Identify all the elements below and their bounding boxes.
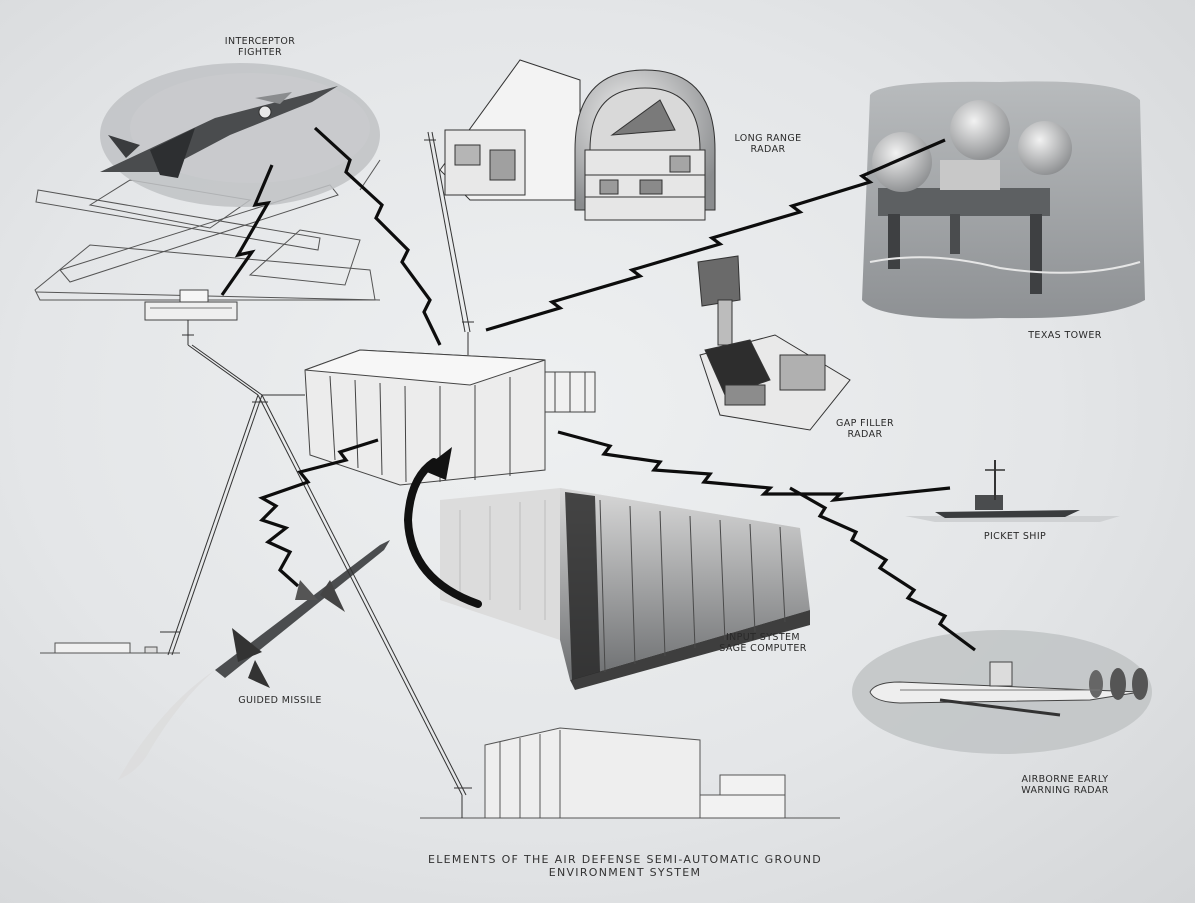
label-line: GAP FILLER [835, 418, 895, 429]
label-input-system: INPUT SYSTEM SAGE COMPUTER [688, 632, 838, 654]
label-line: RADAR [750, 144, 786, 155]
input-arrow [403, 458, 482, 608]
label-line: PICKET SHIP [983, 531, 1047, 542]
label-line: AIRBORNE EARLY [1021, 774, 1109, 785]
caption-line: ELEMENTS OF THE AIR DEFENSE SEMI-AUTOMAT… [427, 853, 822, 866]
label-line: WARNING RADAR [1021, 785, 1109, 796]
label-gap-filler-radar: GAP FILLER RADAR [815, 418, 915, 440]
label-guided-missile: GUIDED MISSILE [215, 695, 345, 706]
label-long-range-radar: LONG RANGE RADAR [718, 133, 818, 155]
label-airborne-radar: AIRBORNE EARLY WARNING RADAR [1000, 774, 1130, 796]
sage-computer-photo [440, 488, 810, 690]
communication-lines [160, 131, 474, 818]
label-picket-ship: PICKET SHIP [955, 531, 1075, 542]
label-line: SAGE COMPUTER [719, 643, 807, 654]
lower-building-drawing [420, 727, 840, 819]
caption-line: ENVIRONMENT SYSTEM [548, 866, 702, 879]
label-line: LONG RANGE [734, 133, 802, 144]
label-line: INPUT SYSTEM [725, 632, 801, 643]
label-interceptor-fighter: INTERCEPTOR FIGHTER [210, 36, 310, 58]
link-center-ship [557, 430, 951, 503]
direction-center-building [304, 349, 596, 486]
texas-tower-photo [862, 81, 1145, 319]
label-texas-tower: TEXAS TOWER [1005, 330, 1125, 341]
link-fighter-airfield [220, 164, 274, 296]
remote-site-drawing [40, 642, 180, 654]
label-line: RADAR [847, 429, 883, 440]
label-line: FIGHTER [238, 47, 282, 58]
label-line: TEXAS TOWER [1028, 330, 1102, 341]
link-fighter-center [313, 126, 442, 346]
guided-missile-photo [118, 540, 390, 780]
label-line: INTERCEPTOR [224, 36, 296, 47]
link-center-missile [258, 438, 379, 588]
airfield-building [144, 289, 238, 321]
link-center-airborne [789, 486, 976, 652]
link-tower-radar [485, 138, 946, 332]
diagram-caption: ELEMENTS OF THE AIR DEFENSE SEMI-AUTOMAT… [380, 853, 870, 879]
interceptor-photo [100, 63, 380, 207]
gap-filler-drawing [697, 255, 851, 431]
picket-ship-photo [905, 460, 1120, 522]
label-line: GUIDED MISSILE [238, 695, 322, 706]
airborne-radar-photo [852, 630, 1152, 754]
radio-links [220, 126, 976, 652]
long-range-radar-drawing [439, 59, 716, 221]
input-arrow-head [422, 447, 452, 480]
